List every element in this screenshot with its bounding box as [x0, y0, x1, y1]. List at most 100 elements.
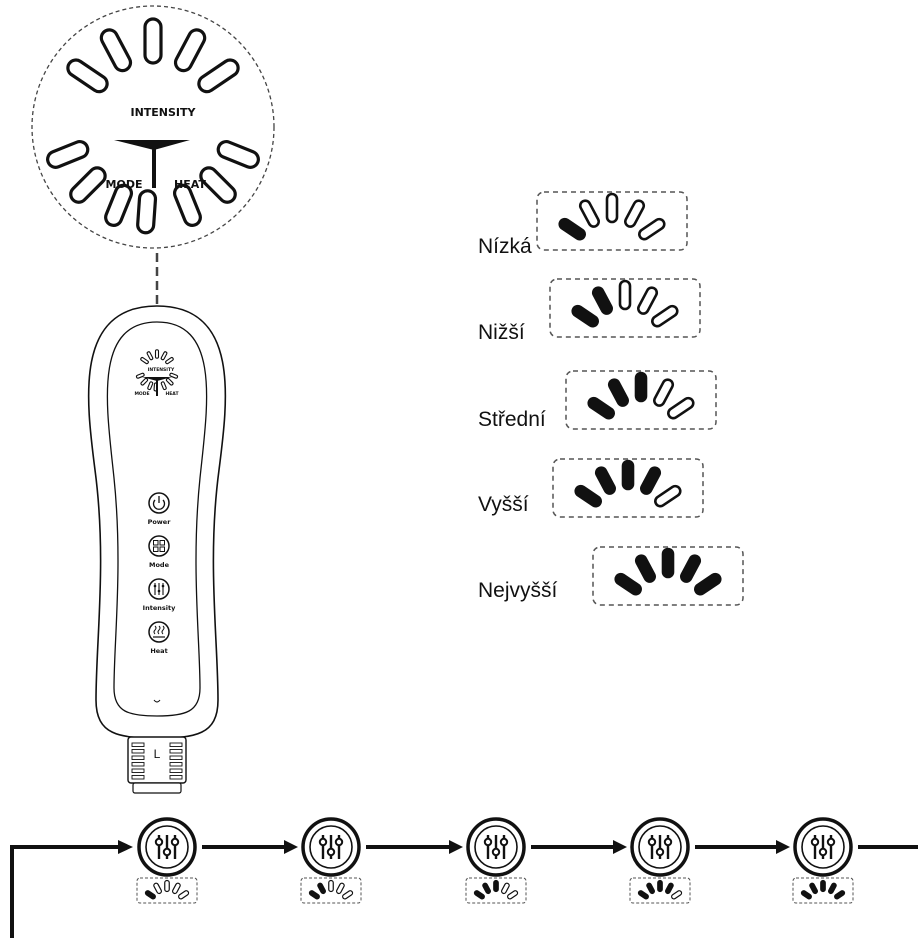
intensity-segment: [694, 572, 722, 596]
level-box: [552, 458, 704, 518]
cycle-arrow-head: [284, 840, 298, 854]
intensity-segment: [640, 466, 662, 495]
intensity-segment: [587, 396, 615, 420]
intensity-level-row: Vyšší: [478, 458, 704, 518]
intensity-segment: [621, 459, 635, 491]
cycle-level-box: [792, 877, 854, 904]
device-notch: [153, 699, 161, 703]
mode-segment: [140, 377, 149, 386]
intensity-segment: [493, 879, 499, 893]
mode-icon: [148, 535, 170, 557]
cycle-step: [136, 817, 198, 904]
heat-segment: [169, 372, 179, 379]
intensity-segment: [165, 357, 174, 365]
intensity-segment: [571, 304, 599, 328]
cycle-level-box: [629, 877, 691, 904]
intensity-segment: [671, 890, 683, 900]
massager-device: INTENSITY MODE HEAT Power Mode Intensi: [87, 305, 227, 794]
zoom-panel: INTENSITY MODE HEAT: [31, 5, 275, 249]
zoom-divider: [114, 140, 190, 188]
level-indicator: [558, 192, 666, 241]
device-divider: [142, 377, 172, 396]
cycle-arrow-head: [776, 840, 790, 854]
intensity-segment: [160, 351, 168, 361]
level-label: Nízká: [478, 235, 532, 258]
intensity-button-label: Intensity: [143, 604, 176, 612]
intensity-segment: [66, 58, 109, 94]
connector-label: L: [154, 747, 161, 761]
power-button[interactable]: Power: [148, 492, 172, 526]
intensity-segment: [342, 890, 354, 900]
intensity-segment: [507, 890, 519, 900]
intensity-segment: [607, 378, 629, 407]
cycle-level-box: [465, 877, 527, 904]
intensity-segment: [591, 286, 613, 315]
cycle-entry-arrow: [118, 840, 133, 854]
intensity-segment: [328, 879, 334, 893]
intensity-segment: [638, 217, 666, 241]
level-indicator: [614, 547, 722, 596]
intensity-segment: [197, 58, 240, 94]
level-indicator: [574, 459, 682, 508]
cycle-arrow-head: [449, 840, 463, 854]
intensity-segment: [317, 882, 326, 895]
level-label: Střední: [478, 408, 546, 431]
zoom-intensity-indicator: [66, 17, 240, 94]
cycle-arrow-head: [613, 840, 627, 854]
mode-segment: [147, 381, 154, 391]
mode-segment: [135, 372, 145, 379]
level-label: Nejvyšší: [478, 579, 558, 602]
intensity-level-row: Nízká: [478, 191, 688, 258]
cycle-level-indicator: [473, 879, 519, 900]
level-indicator: [587, 371, 695, 420]
intensity-segment: [834, 890, 846, 900]
intensity-segment: [665, 882, 674, 895]
intensity-segment: [646, 882, 655, 895]
intensity-segment: [820, 879, 826, 893]
intensity-segment: [594, 466, 616, 495]
level-box: [536, 191, 688, 251]
intensity-cycle: [10, 817, 918, 938]
cycle-return-line: [10, 845, 128, 938]
level-box: [565, 370, 717, 430]
intensity-button[interactable]: Intensity: [143, 578, 176, 612]
cycle-step: [300, 817, 362, 904]
cycle-level-box: [136, 877, 198, 904]
mode-button[interactable]: Mode: [148, 535, 170, 569]
mode-segment: [69, 166, 107, 204]
cycle-level-indicator: [308, 879, 354, 900]
intensity-segment: [146, 351, 154, 361]
cycle-level-indicator: [800, 879, 846, 900]
intensity-segment: [828, 882, 837, 895]
heat-icon: [148, 621, 170, 643]
cycle-step: [629, 817, 691, 904]
intensity-segment: [653, 378, 675, 407]
intensity-segment: [144, 890, 156, 900]
intensity-segment: [657, 879, 663, 893]
intensity-segment: [558, 217, 586, 241]
level-label: Nižší: [478, 321, 525, 344]
intensity-segment: [618, 279, 632, 311]
intensity-segment: [637, 890, 649, 900]
device-intensity-indicator: [140, 349, 174, 365]
zoom-mode-label: MODE: [106, 178, 143, 191]
intensity-segment: [143, 17, 163, 65]
intensity-segment: [809, 882, 818, 895]
intensity-segment: [164, 879, 170, 893]
power-button-label: Power: [148, 518, 172, 526]
heat-button[interactable]: Heat: [148, 621, 170, 655]
level-box: [549, 278, 701, 338]
intensity-segment: [336, 882, 345, 895]
intensity-segment: [154, 349, 160, 359]
zoom-heat-indicator: [172, 139, 260, 227]
intensity-segment: [178, 890, 190, 900]
device-panel: [106, 321, 208, 717]
cycle-level-indicator: [637, 879, 683, 900]
intensity-segment: [172, 882, 181, 895]
device-heat-indicator: [160, 372, 179, 391]
cycle-step: [792, 817, 854, 904]
heat-button-label: Heat: [150, 647, 167, 655]
mode-segment: [46, 139, 90, 169]
